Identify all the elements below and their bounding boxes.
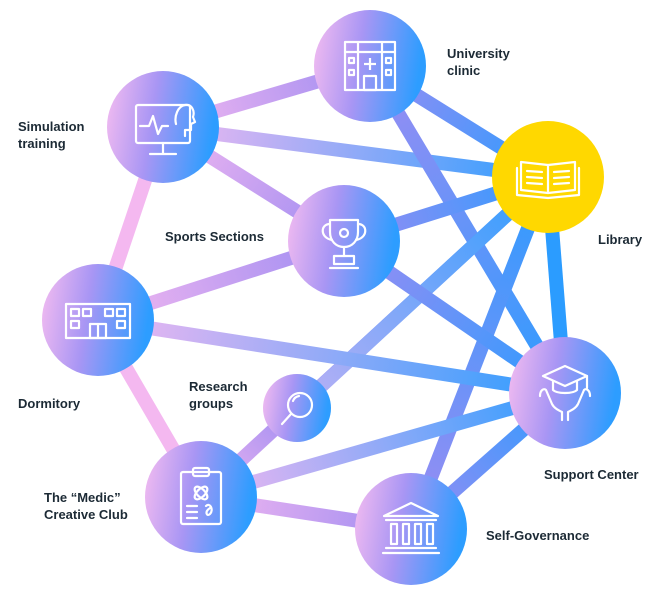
- label-research-groups-line1: Research: [189, 379, 248, 394]
- node-circle: [263, 374, 331, 442]
- label-sports-sections: Sports Sections: [165, 229, 264, 244]
- edge-university-clinic-to-support-center: [363, 62, 572, 397]
- label-medic-club-line2: Creative Club: [44, 507, 128, 522]
- node-dormitory[interactable]: [42, 264, 154, 376]
- node-research-groups[interactable]: [263, 374, 331, 442]
- magnifier-icon: [280, 391, 314, 426]
- label-university-clinic-line2: clinic: [447, 63, 481, 78]
- label-simulation-training-line1: Simulation: [18, 119, 85, 134]
- label-simulation-training-line2: training: [18, 136, 66, 151]
- label-dormitory: Dormitory: [18, 396, 81, 411]
- node-support-center[interactable]: [509, 337, 621, 449]
- monitor-heartbeat-icon: [134, 103, 197, 156]
- edge-simulation-training-to-library: [162, 120, 549, 184]
- label-medic-club: The “Medic” Creative Club: [44, 489, 128, 523]
- graduation-cap-hands-icon: [538, 364, 592, 422]
- label-simulation-training: Simulation training: [18, 118, 84, 152]
- label-university-clinic-line1: University: [447, 46, 510, 61]
- node-library[interactable]: [492, 121, 604, 233]
- node-university-clinic[interactable]: [314, 10, 426, 122]
- institution-icon: [381, 501, 441, 555]
- node-self-governance[interactable]: [355, 473, 467, 585]
- node-sports-sections[interactable]: [288, 185, 400, 297]
- trophy-icon: [321, 218, 367, 270]
- node-circle: [288, 185, 400, 297]
- edge-library-to-self-governance: [404, 174, 555, 532]
- node-group: [42, 10, 621, 585]
- hospital-icon: [343, 40, 397, 92]
- node-medic-creative-club[interactable]: [145, 441, 257, 553]
- label-medic-club-line1: The “Medic”: [44, 490, 121, 505]
- edge-dormitory-to-support-center: [96, 313, 567, 400]
- label-research-groups: Research groups: [189, 378, 248, 412]
- clipboard-icon: [179, 466, 223, 526]
- node-circle: [355, 473, 467, 585]
- label-self-governance: Self-Governance: [486, 528, 590, 543]
- node-simulation-training[interactable]: [107, 71, 219, 183]
- label-support-center: Support Center: [544, 467, 639, 482]
- label-research-groups-line2: groups: [189, 396, 234, 411]
- label-university-clinic: University clinic: [447, 45, 510, 79]
- open-book-icon: [515, 160, 581, 200]
- building-icon: [64, 302, 132, 340]
- label-library: Library: [598, 232, 643, 247]
- edge-medic-club-to-support-center: [199, 386, 567, 504]
- node-circle: [42, 264, 154, 376]
